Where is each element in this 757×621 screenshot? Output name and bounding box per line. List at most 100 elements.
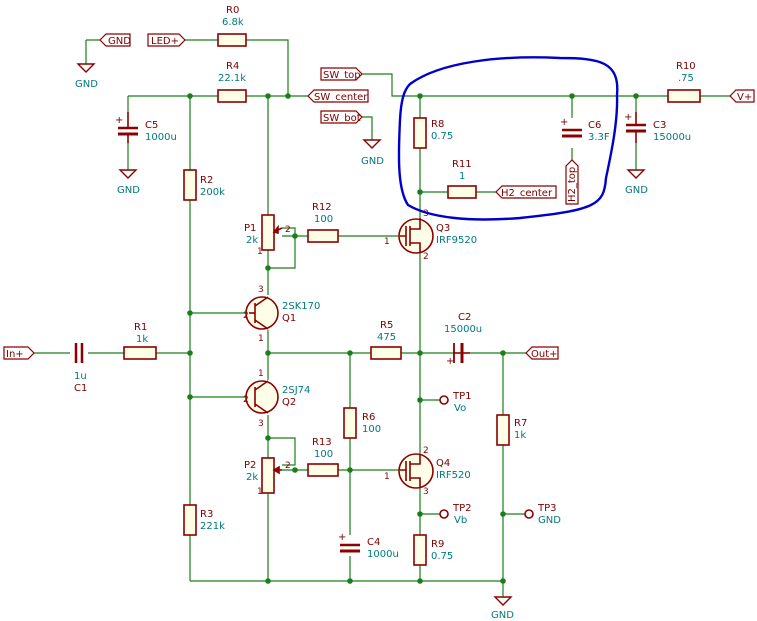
r3-value: 221k — [200, 521, 225, 532]
c6-value: 3.3F — [588, 132, 610, 143]
r6-value: 100 — [362, 424, 381, 435]
resistor-r13[interactable]: R13 100 — [307, 437, 339, 477]
c3-value: 15000u — [653, 132, 691, 143]
tp2-ref: TP2 — [452, 503, 472, 514]
q2-ref: Q2 — [282, 397, 296, 408]
gnd-symbol-c5: GND — [117, 169, 140, 196]
p2-ref: P2 — [244, 460, 256, 471]
transistor-q4[interactable]: Q4 IRF520 1 2 3 — [384, 446, 471, 497]
resistor-r4[interactable]: R4 22.1k — [217, 61, 247, 103]
gnd-symbol-topleft: GND — [75, 63, 98, 90]
r4-value: 22.1k — [218, 73, 246, 84]
q4-pin-1: 1 — [384, 472, 390, 482]
capacitor-c4[interactable]: + C4 1000u — [338, 532, 399, 560]
net-vplus-text: V+ — [737, 92, 752, 103]
net-label-in[interactable]: In+ — [3, 346, 35, 360]
pot-p2[interactable]: P2 2k 2 1 — [244, 457, 291, 497]
c6-plus: + — [560, 117, 568, 128]
resistor-r8[interactable]: R8 0.75 — [413, 117, 453, 149]
p2-value: 2k — [246, 472, 258, 483]
resistor-r6[interactable]: R6 100 — [343, 407, 381, 439]
q2-pin-1: 1 — [258, 369, 264, 379]
resistor-r12[interactable]: R12 100 — [307, 202, 339, 243]
net-label-out[interactable]: Out+ — [525, 346, 559, 360]
r5-value: 475 — [377, 332, 396, 343]
r13-ref: R13 — [312, 437, 332, 448]
gnd-label: GND — [117, 185, 140, 196]
c4-plus: + — [338, 532, 346, 543]
net-label-vplus[interactable]: V+ — [729, 89, 755, 103]
q1-pin-2: 2 — [243, 311, 249, 321]
net-in-text: In+ — [6, 349, 24, 360]
resistor-r7[interactable]: R7 1k — [496, 414, 527, 446]
tp1-ref: TP1 — [452, 391, 472, 402]
c2-ref: C2 — [458, 312, 471, 323]
junction-dots — [187, 93, 639, 584]
r10-value: .75 — [678, 73, 694, 84]
gnd-symbol-swbot: GND — [361, 139, 384, 167]
r11-ref: R11 — [452, 159, 472, 170]
r12-value: 100 — [314, 214, 333, 225]
c4-ref: C4 — [367, 537, 380, 548]
net-sw-top-text: SW_top — [323, 70, 361, 81]
c4-value: 1000u — [367, 549, 399, 560]
r7-ref: R7 — [514, 418, 527, 429]
p1-pin-1: 1 — [257, 247, 263, 257]
net-label-sw-top[interactable]: SW_top — [320, 67, 363, 81]
q3-pin-3: 3 — [423, 209, 429, 219]
gnd-symbol-c3: GND — [625, 169, 648, 196]
resistor-r5[interactable]: R5 475 — [370, 320, 402, 360]
resistor-r0[interactable]: R0 6.8k — [217, 5, 247, 47]
c3-plus: + — [624, 112, 632, 123]
capacitor-c6[interactable]: + C6 3.3F — [560, 117, 610, 143]
resistor-r10[interactable]: R10 .75 — [667, 61, 701, 103]
testpoint-tp2[interactable]: TP2 Vb — [439, 503, 472, 526]
gnd-label: GND — [491, 610, 514, 621]
resistor-r1[interactable]: R1 1k — [123, 322, 157, 360]
capacitor-c2[interactable]: + C2 15000u — [444, 312, 482, 367]
tp1-value: Vo — [454, 403, 466, 414]
net-label-sw-bot[interactable]: SW_bot — [320, 110, 363, 124]
r9-value: 0.75 — [431, 551, 453, 562]
net-label-h2-top[interactable]: H2_top — [565, 159, 579, 205]
transistor-q2[interactable]: Q2 2SJ74 2 1 3 — [243, 369, 310, 429]
net-led-text: LED+ — [151, 36, 179, 47]
p1-pin-2: 2 — [285, 225, 291, 235]
r12-ref: R12 — [312, 202, 332, 213]
p2-pin-2: 2 — [285, 461, 291, 471]
net-label-h2-center[interactable]: H2_center — [495, 185, 557, 199]
p1-ref: P1 — [244, 223, 256, 234]
net-label-led[interactable]: LED+ — [147, 33, 186, 47]
r4-ref: R4 — [226, 61, 239, 72]
wires — [34, 39, 730, 597]
net-label-sw-center[interactable]: SW_center — [307, 89, 369, 103]
testpoint-tp3[interactable]: TP3 GND — [524, 503, 561, 526]
q3-pin-2: 2 — [423, 252, 429, 262]
r1-ref: R1 — [134, 322, 147, 333]
resistor-r3[interactable]: R3 221k — [183, 504, 225, 536]
q1-pin-3: 3 — [258, 285, 264, 295]
gnd-label: GND — [625, 185, 648, 196]
resistor-r11[interactable]: R11 1 — [447, 159, 477, 199]
c2-value: 15000u — [444, 324, 482, 335]
tp3-ref: TP3 — [537, 503, 557, 514]
net-sw-center-text: SW_center — [314, 92, 368, 103]
net-label-gnd[interactable]: GND — [99, 33, 131, 47]
r5-ref: R5 — [380, 320, 393, 331]
pot-p1[interactable]: P1 2k 2 1 — [244, 214, 291, 257]
q4-pin-3: 3 — [423, 487, 429, 497]
c5-value: 1000u — [145, 132, 177, 143]
capacitor-c1[interactable]: C1 1u — [74, 343, 87, 394]
transistor-q1[interactable]: Q1 2SK170 2 3 1 — [243, 285, 320, 344]
testpoint-tp1[interactable]: TP1 Vo — [439, 391, 472, 414]
capacitor-c5[interactable]: + C5 1000u — [115, 112, 177, 143]
c3-ref: C3 — [653, 120, 666, 131]
resistor-r9[interactable]: R9 0.75 — [413, 534, 453, 566]
gnd-label: GND — [361, 156, 384, 167]
resistor-r2[interactable]: R2 200k — [183, 169, 225, 201]
capacitor-c3[interactable]: + C3 15000u — [624, 112, 691, 143]
transistor-q3[interactable]: Q3 IRF9520 1 3 2 — [384, 209, 477, 262]
net-h2-top-text: H2_top — [567, 167, 578, 202]
r10-ref: R10 — [676, 61, 696, 72]
